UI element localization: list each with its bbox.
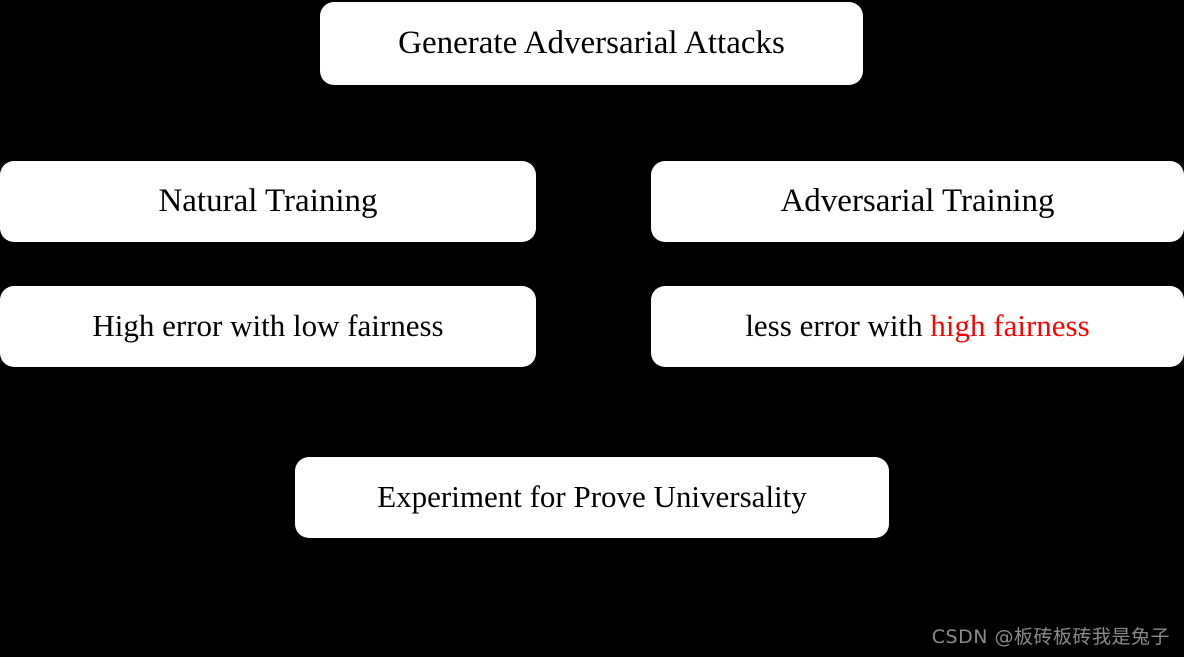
node-label: High error with low fairness <box>92 308 444 344</box>
node-less-error-high-fairness[interactable]: less error with high fairness <box>651 286 1184 367</box>
node-label: less error with high fairness <box>745 308 1090 344</box>
node-high-error-low-fairness[interactable]: High error with low fairness <box>0 286 536 367</box>
node-adversarial-training[interactable]: Adversarial Training <box>651 161 1184 242</box>
edge-less-error-to-experiment <box>582 367 919 457</box>
node-label: Generate Adversarial Attacks <box>398 25 785 62</box>
node-natural-training[interactable]: Natural Training <box>0 161 536 242</box>
node-label: Adversarial Training <box>780 183 1055 220</box>
node-label: Experiment for Prove Universality <box>377 479 807 515</box>
edge-generate-to-natural <box>258 85 482 161</box>
edge-high-error-to-experiment <box>266 367 602 457</box>
node-experiment-prove-universality[interactable]: Experiment for Prove Universality <box>295 457 889 538</box>
node-generate-adversarial-attacks[interactable]: Generate Adversarial Attacks <box>320 2 863 85</box>
csdn-watermark: CSDN @板砖板砖我是兔子 <box>931 626 1170 648</box>
node-label-prefix: less error with <box>745 308 931 344</box>
node-label: Natural Training <box>158 183 378 220</box>
edge-generate-to-adversarial <box>698 85 927 161</box>
node-label-highlight: high fairness <box>930 308 1090 344</box>
